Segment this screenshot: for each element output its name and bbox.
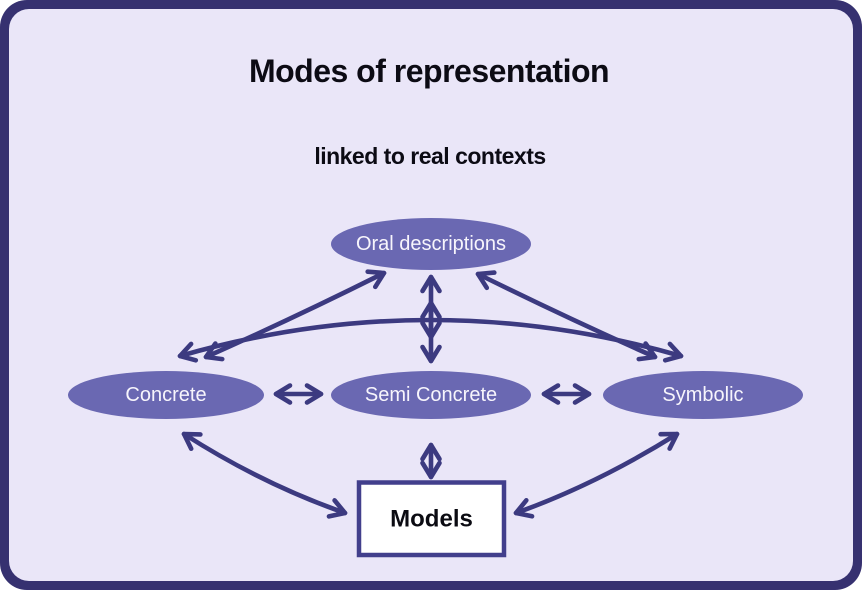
oral-descriptions-label: Oral descriptions — [356, 233, 506, 255]
models-box — [356, 480, 507, 558]
node-semi-concrete: Semi Concrete — [331, 371, 531, 419]
models-label: Models — [390, 506, 473, 533]
page-title: Modes of representation — [249, 53, 609, 89]
page-subtitle: linked to real contexts — [314, 143, 545, 169]
semi-concrete-label: Semi Concrete — [365, 384, 497, 406]
semi-concrete-ellipse — [331, 371, 531, 419]
oral-descriptions-ellipse — [331, 218, 531, 270]
node-concrete: Concrete — [68, 371, 264, 419]
concrete-label: Concrete — [125, 384, 206, 406]
node-symbolic: Symbolic — [603, 371, 803, 419]
edges-group — [177, 269, 684, 519]
symbolic-ellipse — [603, 371, 803, 419]
edge-concrete-symbolic — [177, 317, 684, 363]
concrete-ellipse — [68, 371, 264, 419]
node-models: Models — [356, 480, 507, 558]
edge-concrete-models — [181, 431, 348, 519]
node-oral-descriptions: Oral descriptions — [331, 218, 531, 270]
edge-symbolic-models — [513, 431, 680, 519]
symbolic-label: Symbolic — [662, 384, 743, 406]
